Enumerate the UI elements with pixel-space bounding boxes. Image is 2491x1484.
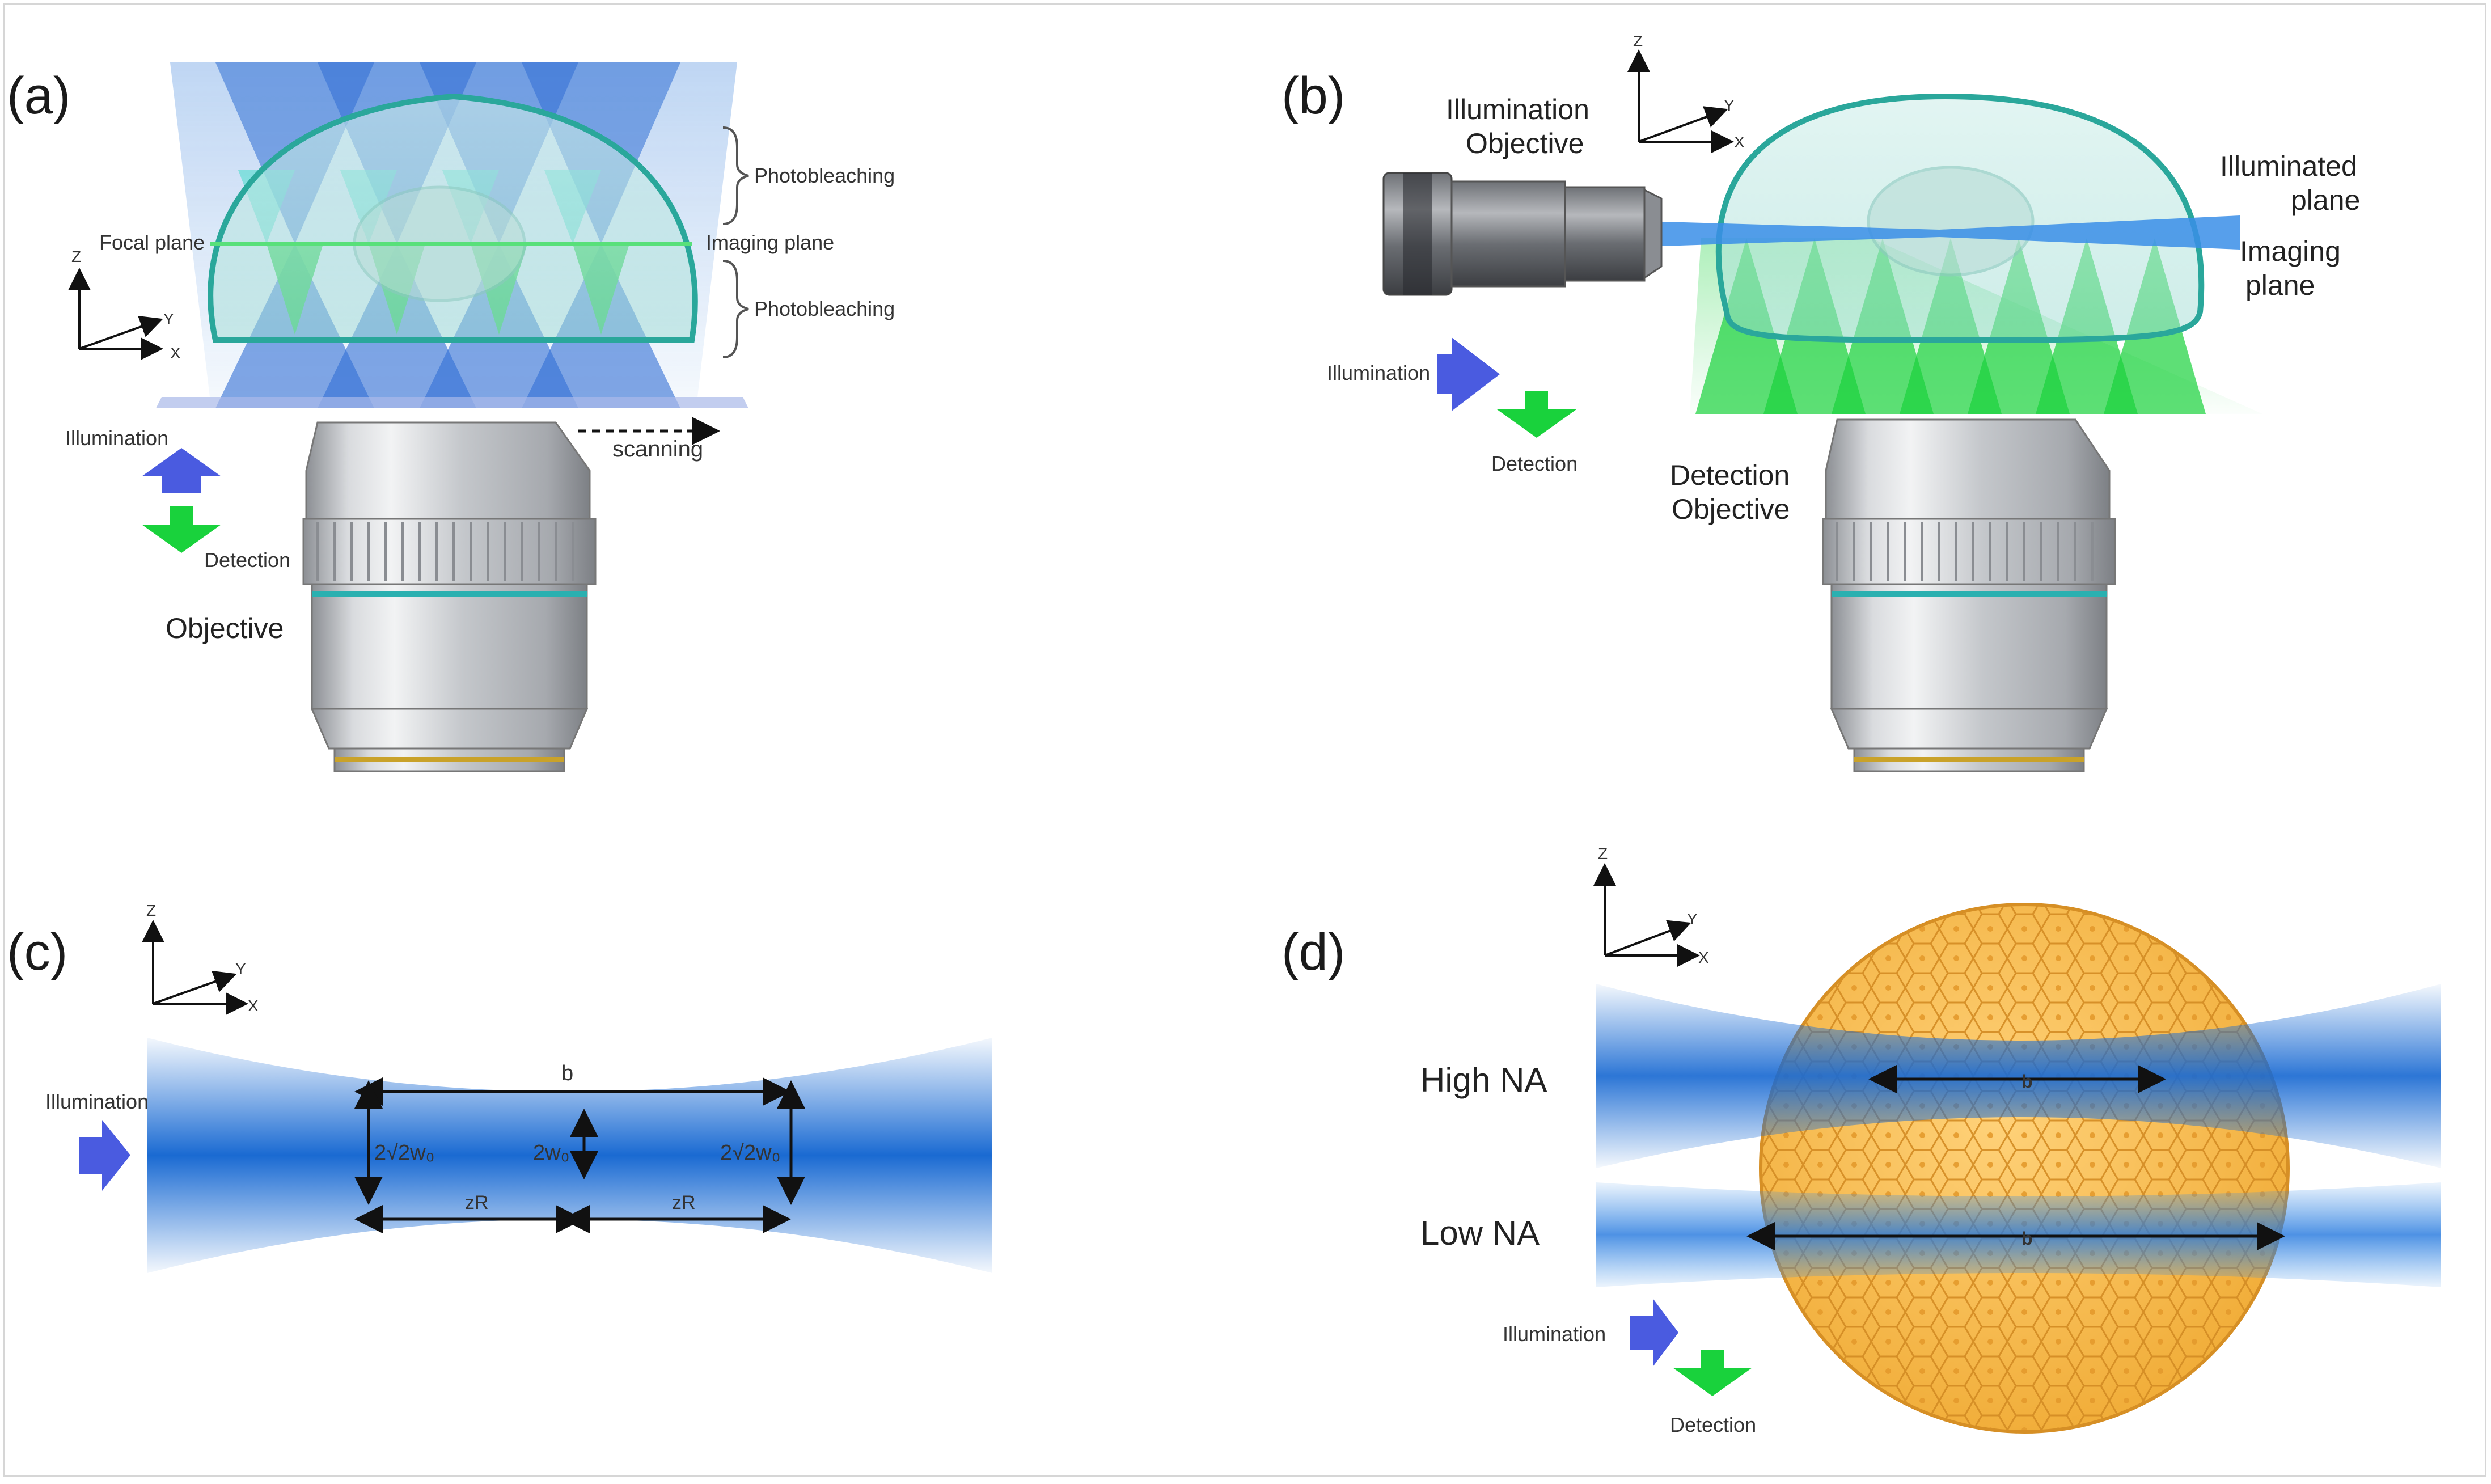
panel-b-axis-z: Z xyxy=(1633,32,1643,50)
panel-b-illuminated-plane-label-1: Illuminated xyxy=(2220,150,2357,182)
panel-b-illumination-label: Illumination xyxy=(1327,361,1430,384)
panel-c-waist-label: 2w₀ xyxy=(533,1141,569,1165)
panel-a-illumination-label: Illumination xyxy=(65,426,168,450)
panel-d-b-low-label: b xyxy=(2021,1228,2033,1249)
panel-c: (c) Z Y X Illumination b 2√2w₀ 2w₀ 2√2w₀… xyxy=(7,902,992,1273)
panel-d-detection-icon xyxy=(1673,1368,1752,1396)
panel-d-illumination-label: Illumination xyxy=(1503,1322,1606,1346)
panel-a-focal-plane-label: Focal plane xyxy=(99,231,205,254)
figure-border xyxy=(3,3,2486,1477)
panel-b-imaging-plane-label-1: Imaging xyxy=(2240,235,2341,267)
panel-b-illumination-objective-label-1: Illumination xyxy=(1446,94,1589,125)
panel-a-scanning-label: scanning xyxy=(612,437,703,462)
panel-b-illumination-icon xyxy=(1452,337,1500,411)
panel-d-low-na-label: Low NA xyxy=(1420,1214,1540,1252)
panel-a-axis-y: Y xyxy=(163,310,174,328)
panel-b-axis-x: X xyxy=(1734,133,1745,151)
panel-a-axes xyxy=(68,268,163,360)
panel-c-illumination-label: Illumination xyxy=(45,1090,149,1113)
panel-c-axes xyxy=(142,920,248,1015)
panel-b-detection-icon xyxy=(1497,409,1576,438)
panel-b-imaging-plane-label-2: plane xyxy=(2245,269,2315,301)
panel-a-detection-label: Detection xyxy=(204,548,290,572)
panel-b: (b) Illumination Objective xyxy=(1282,32,2360,772)
panel-d-dimension-arrows xyxy=(1746,1065,2285,1250)
panel-d-label: (d) xyxy=(1282,923,1345,981)
panel-d-axis-z: Z xyxy=(1598,845,1608,863)
panel-b-detection-label: Detection xyxy=(1491,452,1578,475)
panel-c-label: (c) xyxy=(7,923,67,981)
panel-a-illumination-icon xyxy=(142,448,221,493)
panel-a-coverslip xyxy=(156,397,748,408)
panel-a-brace-bottom xyxy=(722,260,749,358)
panel-c-axis-y: Y xyxy=(235,960,246,978)
panel-b-detection-objective-label-2: Objective xyxy=(1672,493,1790,525)
panel-d-axis-y: Y xyxy=(1687,910,1698,928)
panel-b-axis-y: Y xyxy=(1724,96,1735,114)
panel-a-photobleaching-bottom: Photobleaching xyxy=(754,297,895,320)
panel-d-illumination-icon xyxy=(1653,1299,1678,1367)
panel-b-label: (b) xyxy=(1282,67,1345,125)
panel-a-detection-icon xyxy=(142,525,221,553)
panel-a-imaging-plane-label: Imaging plane xyxy=(706,231,834,254)
panel-c-right-width-label: 2√2w₀ xyxy=(720,1141,780,1165)
panel-b-nucleus xyxy=(1867,166,2035,277)
panel-b-illuminated-plane-label-2: plane xyxy=(2291,184,2360,216)
panel-a-objective-label: Objective xyxy=(166,612,284,644)
panel-d-axes xyxy=(1593,863,1700,967)
panel-c-axis-x: X xyxy=(248,997,259,1014)
panel-a: (a) Focal plane Imag xyxy=(7,62,895,772)
panel-b-detection-objective xyxy=(1822,418,2116,772)
panel-c-axis-z: Z xyxy=(146,902,156,919)
panel-d-high-na-label: High NA xyxy=(1420,1061,1547,1099)
panel-b-axes xyxy=(1627,49,1734,153)
panel-a-axis-z: Z xyxy=(71,248,81,265)
panel-d-b-high-label: b xyxy=(2021,1071,2033,1092)
panel-c-zr-right-label: zR xyxy=(672,1192,696,1214)
panel-c-dimension-arrows xyxy=(354,1077,805,1233)
panel-d-detection-label: Detection xyxy=(1670,1413,1756,1436)
panel-b-detection-objective-label-1: Detection xyxy=(1670,459,1790,491)
panel-b-illumination-objective xyxy=(1382,172,1663,296)
panel-c-zr-left-label: zR xyxy=(465,1192,489,1214)
panel-c-illumination-icon xyxy=(102,1120,130,1191)
panel-a-objective xyxy=(302,421,597,772)
panel-d-axis-x: X xyxy=(1698,949,1709,966)
panel-b-light-sheet xyxy=(1644,215,2240,250)
panel-a-axis-x: X xyxy=(170,344,181,362)
panel-a-brace-top xyxy=(722,126,749,225)
panel-b-illumination-objective-label-2: Objective xyxy=(1466,128,1584,159)
panel-d: (d) Z Y X High NA Low NA b b Illuminatio… xyxy=(1282,845,2441,1436)
panel-a-photobleaching-top: Photobleaching xyxy=(754,164,895,187)
panel-c-left-width-label: 2√2w₀ xyxy=(374,1141,434,1165)
panel-c-b-label: b xyxy=(561,1062,573,1085)
panel-a-label: (a) xyxy=(7,67,70,125)
